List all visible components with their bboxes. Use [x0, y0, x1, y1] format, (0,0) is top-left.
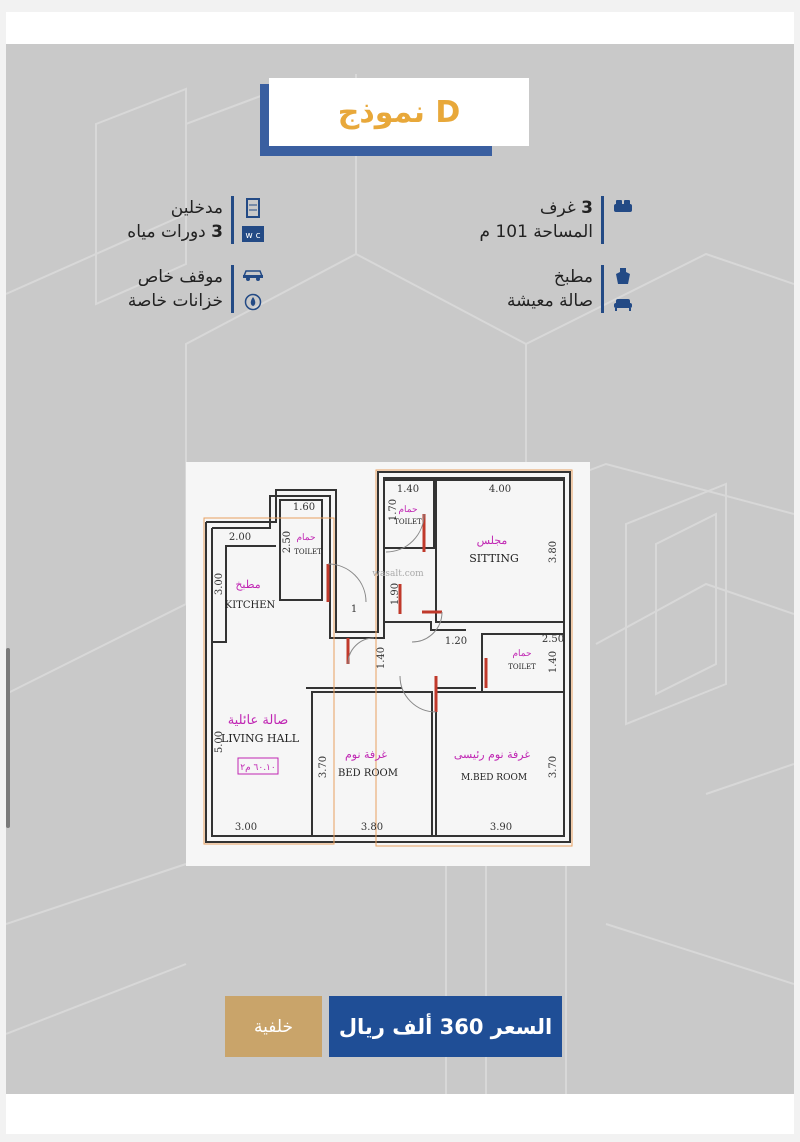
- feature-rooms-text: 3 غرف المساحة 101 م: [480, 196, 594, 244]
- model-title: نموذج D: [269, 78, 529, 146]
- kitchen-label: مطبخ: [553, 267, 593, 287]
- dim-label: 1.90: [390, 583, 401, 605]
- dim-label: 3.00: [235, 822, 257, 833]
- feature-rooms: 3 غرف المساحة 101 م: [480, 196, 635, 244]
- wc-icon: w c: [242, 226, 264, 242]
- floor-plan: 1.60 1.40 4.00 2.00 2.50 3.00 3.80 3.90 …: [186, 462, 590, 866]
- feature-entrances: w c مدخلين 3 دورات مياه: [127, 196, 264, 244]
- rooms-label: غرف: [539, 198, 576, 218]
- dim-label: 3.70: [318, 756, 329, 778]
- door-icon: [246, 198, 260, 218]
- dim-label: 3.00: [214, 573, 225, 595]
- dim-label: 4.00: [489, 484, 511, 495]
- toilet-en: TOILET: [394, 518, 422, 526]
- toilet-ar: حمام: [398, 505, 417, 515]
- dim-label: 1.70: [388, 499, 399, 521]
- dim-label: 2.50: [282, 531, 293, 553]
- feature-entrances-icons: w c: [242, 196, 264, 244]
- area-label: المساحة 101 م: [479, 222, 594, 242]
- dim-label: 1.40: [548, 651, 559, 673]
- feature-parking: موقف خاص خزانات خاصة: [128, 265, 264, 313]
- bedroom-en: BED ROOM: [338, 768, 398, 779]
- entrances-label: مدخلين: [170, 198, 223, 218]
- dim-label: 3.70: [548, 756, 559, 778]
- parking-label: موقف خاص: [137, 267, 223, 287]
- dim-label: 3.90: [490, 822, 512, 833]
- background-button[interactable]: خلفية: [225, 996, 322, 1057]
- feature-parking-text: موقف خاص خزانات خاصة: [128, 265, 223, 313]
- feature-divider: [601, 265, 604, 313]
- master-bedroom-ar: غرفة نوم رئيسى: [454, 748, 530, 761]
- scroll-indicator[interactable]: [6, 648, 10, 828]
- price-button[interactable]: السعر 360 ألف ريال: [329, 996, 562, 1057]
- dim-label: 1.40: [397, 484, 419, 495]
- tank-icon: [244, 293, 262, 311]
- toilet-ar: حمام: [512, 649, 531, 659]
- feature-entrances-text: مدخلين 3 دورات مياه: [127, 196, 223, 244]
- feature-parking-icons: [242, 265, 264, 313]
- dim-label: 5.00: [214, 731, 225, 753]
- living-ar: صالة عائلية: [228, 713, 289, 728]
- wc-label: دورات مياه: [127, 222, 206, 242]
- sitting-ar: مجلس: [477, 534, 508, 547]
- living-label: صالة معيشة: [506, 291, 593, 311]
- kitchen-ar: مطبخ: [235, 578, 260, 591]
- feature-kitchen: مطبخ صالة معيشة: [507, 265, 634, 313]
- dim-label: 3.80: [548, 541, 559, 563]
- model-title-text: نموذج D: [337, 94, 461, 130]
- svg-text:w c: w c: [245, 231, 260, 241]
- sitting-en: SITTING: [469, 552, 519, 565]
- feature-rooms-icons: [612, 196, 634, 244]
- feature-divider: [231, 196, 234, 244]
- door-number: 1: [351, 604, 357, 615]
- kitchen-en: KITCHEN: [225, 600, 276, 611]
- dim-label: 1.40: [376, 647, 387, 669]
- dim-label: 3.80: [361, 822, 383, 833]
- feature-kitchen-text: مطبخ صالة معيشة: [507, 265, 593, 313]
- tanks-label: خزانات خاصة: [127, 291, 223, 311]
- feature-kitchen-icons: [612, 265, 634, 313]
- sofa-icon: [614, 299, 632, 311]
- dim-label: 1.20: [445, 636, 467, 647]
- watermark: wasalt.com: [372, 569, 424, 579]
- car-icon: [242, 270, 264, 281]
- bedroom-ar: غرفة نوم: [345, 748, 387, 761]
- floor-plan-drawing: 1.60 1.40 4.00 2.00 2.50 3.00 3.80 3.90 …: [203, 469, 573, 847]
- toilet-ar: حمام: [296, 533, 315, 543]
- dim-label: 2.50: [542, 634, 564, 645]
- bed-icon: [614, 200, 632, 212]
- dim-label: 1.60: [293, 502, 315, 513]
- rooms-count: 3: [581, 198, 593, 218]
- wc-count: 3: [211, 222, 223, 242]
- apron-icon: [616, 268, 630, 284]
- toilet-en: TOILET: [508, 663, 536, 671]
- living-area: ٦٠.١٠ م٢: [240, 763, 275, 773]
- toilet-en: TOILET: [294, 548, 322, 556]
- dim-label: 2.00: [229, 532, 251, 543]
- top-bar: [0, 0, 800, 10]
- living-en: LIVING HALL: [221, 732, 300, 745]
- feature-divider: [231, 265, 234, 313]
- feature-divider: [601, 196, 604, 244]
- master-bedroom-en: M.BED ROOM: [461, 773, 527, 783]
